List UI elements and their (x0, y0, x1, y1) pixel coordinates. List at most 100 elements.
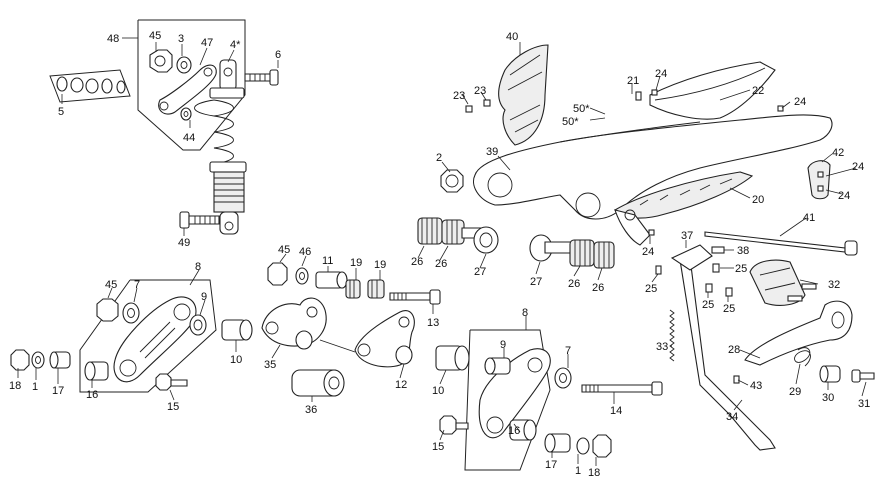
label-27a: 27 (474, 266, 486, 278)
label-44: 44 (183, 132, 195, 144)
label-14: 14 (610, 405, 622, 417)
group-box-8-left (79, 279, 217, 393)
part-bolt-15-right (439, 415, 469, 435)
label-28: 28 (728, 344, 740, 356)
label-23b: 23 (474, 85, 486, 97)
part-bolt-31 (851, 369, 875, 383)
part-washer-7-left (122, 302, 140, 324)
label-38: 38 (737, 245, 749, 257)
part-bearing-19a (345, 279, 361, 299)
part-side-stand-34 (679, 257, 776, 451)
label-32: 32 (828, 279, 840, 291)
label-16b: 16 (508, 425, 520, 437)
part-washer-1-left (31, 351, 45, 369)
side-stand-group (655, 244, 875, 451)
label-25b: 25 (735, 263, 747, 275)
label-4: 4* (230, 39, 241, 51)
label-7a: 7 (134, 279, 140, 291)
part-spacer-11 (315, 271, 348, 289)
part-spacer-30 (819, 365, 841, 383)
label-25a: 25 (645, 283, 657, 295)
label-24d: 24 (838, 190, 850, 202)
part-bushing-17-left (49, 351, 71, 369)
label-26d: 26 (592, 282, 604, 294)
part-bushing-44 (180, 107, 192, 121)
label-42: 42 (832, 147, 844, 159)
part-bushing-16-left (84, 361, 109, 381)
part-nut-45-center (267, 262, 288, 286)
label-23a: 23 (453, 90, 465, 102)
label-50b: 50* (562, 116, 579, 128)
label-50a: 50* (573, 103, 590, 115)
label-36: 36 (305, 404, 317, 416)
part-labels: 48 45 3 47 4* 6 5 44 49 40 23 23 21 24 2… (9, 30, 870, 479)
label-49: 49 (178, 237, 190, 249)
rocker-group (221, 262, 441, 397)
linkage-group-right (435, 329, 663, 471)
part-washer-1-right (576, 437, 590, 455)
label-11: 11 (322, 255, 333, 267)
part-bushing-10b (435, 345, 470, 371)
part-bracket-32 (749, 259, 806, 306)
part-washer-46 (295, 267, 309, 285)
label-17b: 17 (545, 459, 557, 471)
part-chain-guard-22 (649, 61, 776, 120)
part-shock-absorber-4 (194, 59, 247, 235)
label-34: 34 (726, 411, 738, 423)
part-bushing-9-right (484, 357, 511, 375)
label-47: 47 (201, 37, 213, 49)
label-45c: 45 (105, 279, 117, 291)
label-45: 45 (149, 30, 161, 42)
label-9b: 9 (500, 339, 506, 351)
part-bolt-14 (581, 381, 663, 396)
part-nut-45 (149, 49, 173, 73)
label-24b: 24 (794, 96, 806, 108)
label-27b: 27 (530, 276, 542, 288)
label-30: 30 (822, 392, 834, 404)
part-spring-29 (794, 347, 811, 367)
label-15a: 15 (167, 401, 179, 413)
label-18b: 18 (588, 467, 600, 479)
label-25c: 25 (702, 299, 714, 311)
label-39: 39 (486, 146, 498, 158)
part-washer-7-right (554, 367, 572, 389)
label-18a: 18 (9, 380, 21, 392)
label-48: 48 (107, 33, 119, 45)
part-bearing-26d (593, 241, 615, 269)
part-nut-18-right (592, 434, 612, 458)
label-45b: 45 (278, 244, 290, 256)
part-spring-33 (669, 309, 675, 362)
part-bolt-49 (179, 211, 220, 229)
label-29: 29 (789, 386, 801, 398)
label-16a: 16 (86, 389, 98, 401)
label-8b: 8 (522, 307, 528, 319)
label-26c: 26 (568, 278, 580, 290)
label-9a: 9 (201, 291, 207, 303)
label-24e: 24 (642, 246, 654, 258)
part-bearing-kit-5 (49, 69, 131, 103)
label-15b: 15 (432, 441, 444, 453)
part-bolt-15-left (155, 373, 188, 391)
part-chain-slider-20 (614, 171, 754, 219)
label-25d: 25 (723, 303, 735, 315)
part-bushing-10a (221, 319, 253, 341)
label-21: 21 (627, 75, 639, 87)
part-link-plate-47 (158, 64, 217, 115)
part-spacer-36 (291, 369, 345, 397)
label-17a: 17 (52, 385, 64, 397)
part-bearing-26a (417, 217, 443, 245)
label-43: 43 (750, 380, 762, 392)
part-pedal-28 (744, 300, 853, 366)
label-35: 35 (264, 359, 276, 371)
part-bushing-17-right (544, 433, 571, 453)
label-33: 33 (656, 341, 668, 353)
label-5: 5 (58, 106, 64, 118)
part-pivot-shaft-41 (704, 231, 858, 256)
label-26a: 26 (411, 256, 423, 268)
part-spacer-27a (461, 226, 499, 254)
label-3: 3 (178, 33, 184, 45)
label-13: 13 (427, 317, 439, 329)
swingarm-group (440, 44, 858, 256)
label-6: 6 (275, 49, 281, 61)
leader-lines (17, 37, 867, 466)
